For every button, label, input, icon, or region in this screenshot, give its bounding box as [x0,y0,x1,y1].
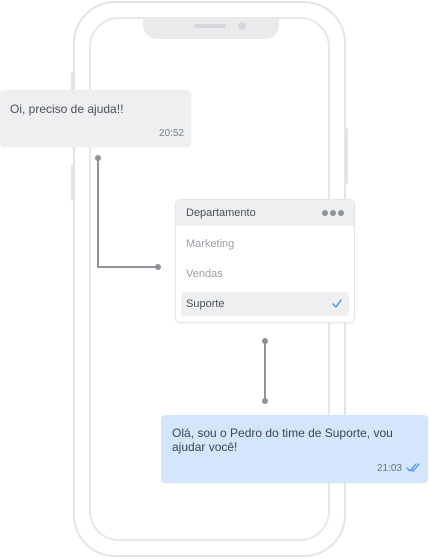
department-menu-header: Departamento [176,200,354,226]
department-menu-title: Departamento [186,207,256,219]
connector-dot [155,264,161,270]
connector-line [264,341,266,401]
department-option-label: Suporte [186,298,225,310]
checkmark-icon [332,299,342,308]
incoming-message-time: 20:52 [158,128,184,139]
phone-notch [143,17,279,39]
volume-button [71,72,74,92]
department-menu: Departamento Marketing Vendas Suporte [175,199,355,323]
connector-line [97,266,158,268]
department-option-label: Marketing [186,238,235,250]
connector-dot [262,398,268,404]
department-option-marketing[interactable]: Marketing [181,232,349,256]
volume-button [71,165,74,201]
outgoing-message-text: Olá, sou o Pedro do time de Suporte, vou… [172,426,393,454]
outgoing-message-bubble: Olá, sou o Pedro do time de Suporte, vou… [161,415,428,483]
double-check-icon [406,463,420,472]
department-option-vendas[interactable]: Vendas [181,262,349,286]
more-options-icon[interactable] [322,210,344,216]
incoming-message-text: Oi, preciso de ajuda!! [10,102,124,116]
department-option-label: Vendas [186,268,223,280]
camera-icon [238,22,246,30]
power-button [345,128,348,184]
connector-line [97,158,99,268]
department-option-suporte[interactable]: Suporte [181,292,349,316]
speaker-icon [194,24,226,28]
outgoing-message-time: 21:03 [376,463,402,474]
incoming-message-bubble: Oi, preciso de ajuda!! 20:52 [0,90,191,147]
